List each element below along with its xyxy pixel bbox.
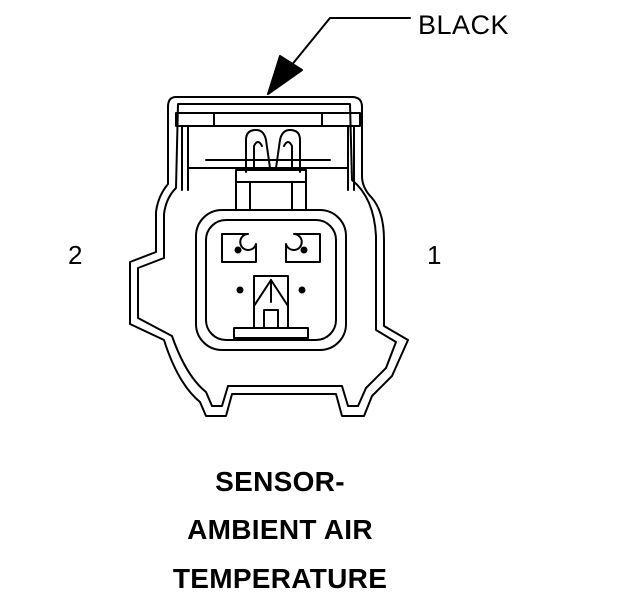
lock-tab-base [235, 169, 307, 211]
terminal-cavity-inner [205, 219, 337, 341]
lock-tab [245, 129, 301, 173]
key-base [233, 327, 309, 339]
terminal-pin-1 [285, 233, 321, 263]
connector-housing-inner [137, 103, 397, 407]
leader-line [285, 17, 411, 73]
wire-color-label: BLACK [418, 10, 510, 40]
pin-label-2: 2 [68, 240, 83, 270]
connector-housing-outer [129, 96, 409, 417]
caption-line-1: SENSOR- [215, 466, 345, 497]
leader-arrowhead [267, 55, 303, 95]
pin-label-1: 1 [427, 240, 442, 270]
caption-line-3: TEMPERATURE [172, 563, 388, 594]
latch-bar [175, 112, 361, 127]
caption-line-2: AMBIENT AIR [187, 514, 373, 545]
terminal-pin-2 [221, 233, 257, 263]
terminal-cavity-outer [195, 209, 347, 351]
